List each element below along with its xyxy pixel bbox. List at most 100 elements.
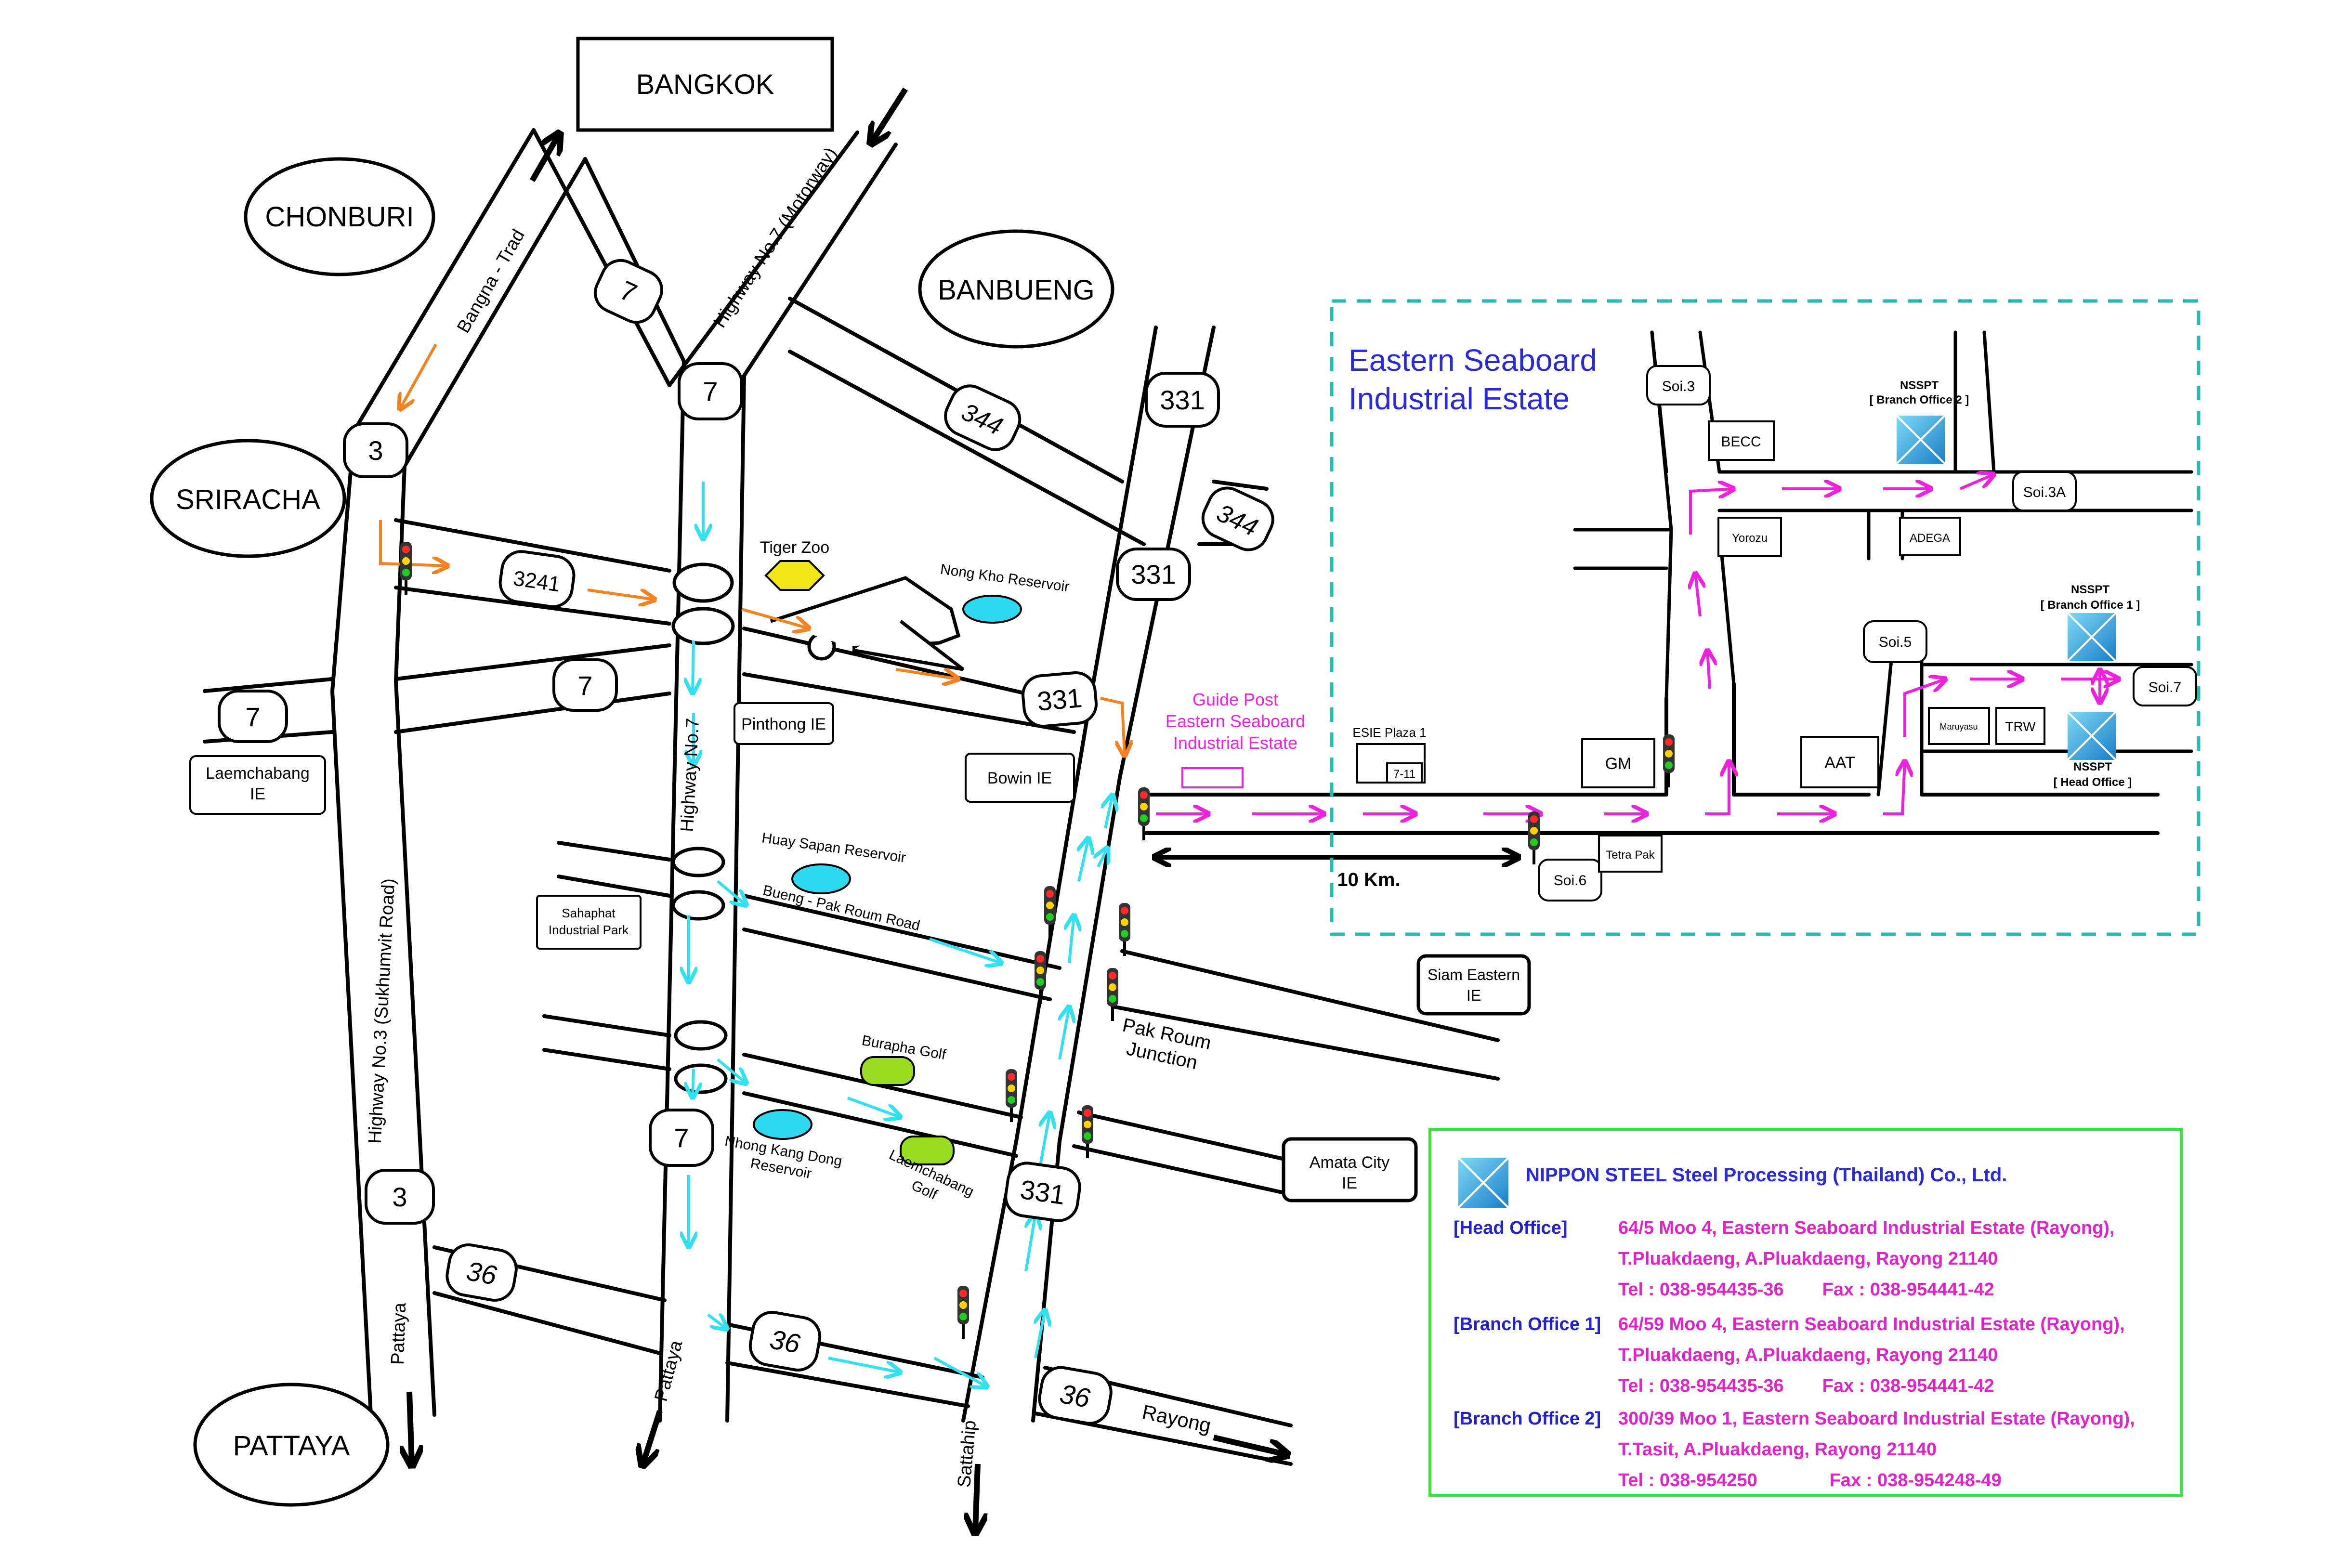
- label-adega: ADEGA: [1910, 532, 1950, 545]
- label-tiger-zoo: Tiger Zoo: [760, 538, 829, 557]
- label-branch2-1: NSSPT: [1900, 379, 1939, 392]
- road-network: [203, 128, 2160, 1466]
- label-branch1-2: [ Branch Office 1 ]: [2041, 599, 2140, 612]
- label-maruyasu: Maruyasu: [1939, 722, 1978, 732]
- label-sahaphat-2: Industrial Park: [549, 923, 629, 937]
- label-motorway: Highway No.7 (Motorway): [709, 144, 841, 331]
- branch-office-2-logo: [1896, 415, 1946, 465]
- label-highway-3: Highway No.3 (Sukhumvit Road): [365, 878, 399, 1144]
- shield-331-d: 331: [1018, 1174, 1067, 1210]
- label-soi3a: Soi.3A: [2023, 484, 2066, 500]
- shield-7-west: 7: [245, 702, 260, 732]
- label-7-11: 7-11: [1393, 768, 1415, 781]
- shield-7-mid: 7: [703, 376, 718, 406]
- interchanges: [671, 562, 965, 1094]
- label-guide-post-3: Industrial Estate: [1173, 733, 1297, 753]
- map-features: [753, 560, 1022, 1165]
- place-labels: BANGKOK CHONBURI BANBUENG SRIRACHA PATTA…: [176, 69, 1095, 1462]
- label-yorozu: Yorozu: [1732, 532, 1768, 545]
- company-name: NIPPON STEEL Steel Processing (Thailand)…: [1526, 1164, 2007, 1186]
- label-branch2-2: [ Branch Office 2 ]: [1870, 393, 1969, 406]
- head-office-line2: T.Pluakdaeng, A.Pluakdaeng, Rayong 21140: [1618, 1249, 1998, 1269]
- label-gm: GM: [1605, 755, 1632, 773]
- shield-7-south: 7: [674, 1123, 689, 1153]
- estate-title-2: Industrial Estate: [1349, 381, 1570, 416]
- shield-labels: 7 7 7 7 7 3 3 3241 344 344 331 331 331 3…: [245, 274, 1262, 1413]
- label-bowin: Bowin IE: [987, 769, 1052, 787]
- head-office-logo: [2067, 711, 2117, 761]
- guide-post-sign: [1181, 767, 1244, 788]
- label-pattaya: PATTAYA: [233, 1430, 350, 1462]
- branch-office-2-tel: Tel : 038-954250: [1618, 1470, 1757, 1490]
- branch-office-2-line1: 300/39 Moo 1, Eastern Seaboard Industria…: [1618, 1409, 2135, 1429]
- shield-7-cross: 7: [577, 670, 592, 701]
- label-head-1: NSSPT: [2073, 760, 2112, 773]
- place-shapes: [150, 37, 1531, 1507]
- shield-331-b: 331: [1131, 559, 1176, 589]
- label-pattaya-road-2: Pattaya: [651, 1338, 686, 1403]
- label-laemchabang-ie-1: Laemchabang: [206, 764, 310, 783]
- label-pattaya-road-1: Pattaya: [388, 1302, 410, 1365]
- estate-roads: [1573, 330, 2193, 797]
- route-arrows-magenta: [1156, 474, 2119, 814]
- shield-3-north: 3: [368, 435, 383, 466]
- label-head-2: [ Head Office ]: [2054, 776, 2132, 789]
- label-siam-eastern-2: IE: [1467, 987, 1481, 1004]
- route-arrows-orange: [379, 343, 1125, 756]
- label-soi5: Soi.5: [1879, 634, 1912, 650]
- estate-labels: Eastern Seaboard Industrial Estate Soi.3…: [1337, 343, 2181, 890]
- company-info-panel: NIPPON STEEL Steel Processing (Thailand)…: [1428, 1128, 2183, 1497]
- label-siam-eastern-1: Siam Eastern: [1428, 966, 1520, 983]
- shield-331-a: 331: [1160, 385, 1205, 415]
- label-highway-7: Highway No.7: [677, 718, 703, 832]
- company-logo: [1458, 1158, 1508, 1208]
- branch-office-1-line2: T.Pluakdaeng, A.Pluakdaeng, Rayong 21140: [1618, 1345, 1998, 1365]
- head-office-label: [Head Office]: [1454, 1218, 1568, 1238]
- head-office-line1: 64/5 Moo 4, Eastern Seaboard Industrial …: [1618, 1218, 2115, 1238]
- estate-boundary: [1330, 299, 2201, 936]
- label-distance: 10 Km.: [1337, 869, 1400, 890]
- label-sahaphat-1: Sahaphat: [562, 906, 616, 920]
- label-esie-plaza: ESIE Plaza 1: [1352, 725, 1426, 740]
- branch-office-1-tel: Tel : 038-954435-36: [1618, 1376, 1784, 1396]
- estate-title-1: Eastern Seaboard: [1349, 343, 1597, 378]
- label-banbueng: BANBUENG: [938, 274, 1095, 306]
- label-laemchabang-ie-2: IE: [250, 785, 265, 803]
- label-amata-2: IE: [1342, 1174, 1357, 1192]
- branch-office-2-block: [Branch Office 2] 300/39 Moo 1, Eastern S…: [1454, 1403, 2135, 1496]
- label-branch1-1: NSSPT: [2071, 583, 2109, 596]
- destination-arrows: [409, 87, 1286, 1531]
- shield-36-a: 36: [464, 1255, 499, 1291]
- branch-office-2-line2: T.Tasit, A.Pluakdaeng, Rayong 21140: [1618, 1439, 1937, 1460]
- label-sriracha: SRIRACHA: [176, 484, 320, 515]
- label-trw: TRW: [2005, 719, 2036, 734]
- label-chonburi: CHONBURI: [265, 201, 414, 233]
- head-office-block: [Head Office] 64/5 Moo 4, Eastern Seaboar…: [1454, 1213, 2115, 1305]
- label-soi6: Soi.6: [1554, 873, 1586, 889]
- head-office-fax: Fax : 038-954441-42: [1822, 1280, 1994, 1300]
- shield-3-south: 3: [392, 1182, 407, 1212]
- label-amata-1: Amata City: [1310, 1153, 1389, 1172]
- head-office-tel: Tel : 038-954435-36: [1618, 1280, 1784, 1300]
- label-huay-sapan: Huay Sapan Reservoir: [761, 830, 907, 866]
- shield-331-c: 331: [1036, 682, 1084, 717]
- branch-office-1-fax: Fax : 038-954441-42: [1822, 1376, 1994, 1396]
- shield-36-c: 36: [1058, 1378, 1093, 1413]
- label-nong-kho: Nong Kho Reservoir: [939, 561, 1070, 595]
- label-tetra-pak: Tetra Pak: [1606, 849, 1655, 862]
- label-soi3: Soi.3: [1662, 379, 1695, 394]
- label-pinthong: Pinthong IE: [741, 715, 826, 733]
- label-becc: BECC: [1721, 434, 1761, 450]
- estate-boxes: [1356, 365, 2197, 902]
- branch-office-1-line1: 64/59 Moo 4, Eastern Seaboard Industrial…: [1618, 1314, 2125, 1334]
- branch-office-1-block: [Branch Office 1] 64/59 Moo 4, Eastern Se…: [1454, 1309, 2125, 1401]
- label-guide-post-2: Eastern Seaboard: [1166, 711, 1305, 731]
- label-guide-post-1: Guide Post: [1192, 690, 1278, 709]
- label-bangkok: BANGKOK: [636, 69, 774, 100]
- branch-office-2-label: [Branch Office 2]: [1454, 1409, 1601, 1429]
- label-aat: AAT: [1824, 754, 1855, 772]
- branch-office-1-label: [Branch Office 1]: [1454, 1314, 1601, 1334]
- label-soi7: Soi.7: [2149, 679, 2181, 695]
- route-arrows-cyan: [689, 482, 1113, 1387]
